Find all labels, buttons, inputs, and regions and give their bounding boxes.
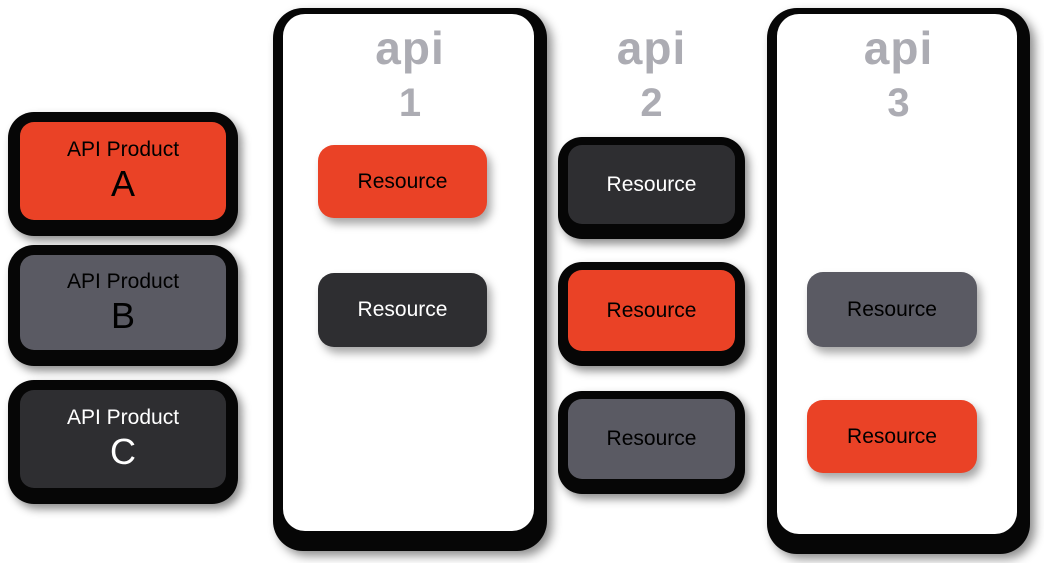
- api-product-c-label: API Product: [66, 406, 180, 430]
- api-2-label-number: 2: [640, 81, 663, 126]
- api-product-a-face: API Product A: [20, 122, 226, 220]
- api-3-resource-2: Resource: [807, 400, 977, 473]
- api-3-label-number: 3: [887, 81, 910, 126]
- api-3-panel: api 3 Resource Resource: [767, 8, 1030, 554]
- api-1-resource-2: Resource: [318, 273, 487, 347]
- api-2-resource-3-label: Resource: [606, 427, 697, 450]
- api-1-label: api 1: [273, 24, 547, 127]
- api-2-resource-3: Resource: [558, 391, 745, 494]
- api-3-resource-2-label: Resource: [847, 424, 937, 448]
- api-product-a-box: API Product A: [8, 112, 238, 236]
- api-product-c-letter: C: [110, 431, 136, 473]
- api-1-label-word: api: [375, 22, 445, 74]
- api-2-resource-1: Resource: [558, 137, 745, 239]
- api-2-label: api 2: [558, 24, 745, 127]
- api-2-resource-1-label: Resource: [606, 172, 697, 196]
- api-3-resource-1-label: Resource: [847, 297, 937, 321]
- api-product-b-label: API Product: [66, 269, 180, 293]
- api-3-label-word: api: [863, 22, 934, 74]
- api-product-b-face: API Product B: [20, 255, 226, 350]
- api-product-c-face: API Product C: [20, 390, 226, 488]
- api-1-panel-surface: [283, 14, 534, 531]
- api-2-resource-2: Resource: [558, 262, 745, 366]
- api-product-b-letter: B: [110, 294, 135, 336]
- api-1-resource-2-label: Resource: [357, 298, 448, 321]
- api-product-a-label: API Product: [66, 138, 180, 162]
- api-product-c-box: API Product C: [8, 380, 238, 504]
- api-2-resource-2-face: Resource: [568, 270, 735, 351]
- api-product-b-box: API Product B: [8, 245, 238, 366]
- api-1-resource-1: Resource: [318, 145, 487, 218]
- api-1-label-number: 1: [398, 81, 422, 126]
- api-3-label: api 3: [767, 24, 1030, 127]
- api-product-a-letter: A: [110, 163, 135, 205]
- api-2-label-word: api: [616, 22, 687, 74]
- api-3-resource-1: Resource: [807, 272, 977, 347]
- api-1-panel: api 1 Resource Resource: [273, 8, 547, 551]
- api-1-resource-1-label: Resource: [357, 169, 448, 193]
- api-2-resource-2-label: Resource: [606, 298, 697, 322]
- api-2-resource-1-face: Resource: [568, 145, 735, 224]
- api-2-resource-3-face: Resource: [568, 399, 735, 479]
